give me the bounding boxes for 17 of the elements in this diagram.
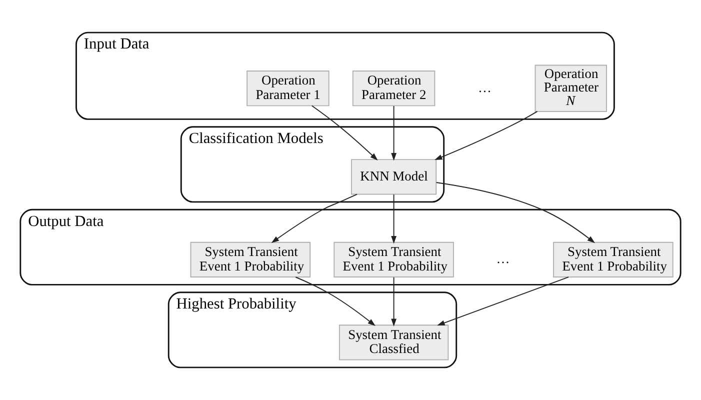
arrow (437, 276, 570, 326)
arrow (436, 182, 596, 244)
node-box: System Transient Event 1 Probability (190, 242, 311, 278)
label: … (478, 80, 492, 95)
node-box: Operation Parameter N (534, 64, 607, 112)
node-box: KNN Model (350, 159, 437, 195)
node-box: System Transient Event 1 Probability (334, 242, 454, 278)
arrow (391, 106, 396, 161)
arrow (271, 194, 358, 243)
label: … (496, 251, 510, 266)
arrow (391, 276, 396, 326)
node-box: System Transient Event 1 Probability (553, 242, 674, 278)
node-box: Operation Parameter 1 (246, 70, 330, 106)
node-box: Operation Parameter 2 (352, 70, 436, 106)
arrow (391, 194, 396, 244)
arrow (434, 111, 538, 160)
node-box: System Transient Classfied (338, 324, 449, 360)
